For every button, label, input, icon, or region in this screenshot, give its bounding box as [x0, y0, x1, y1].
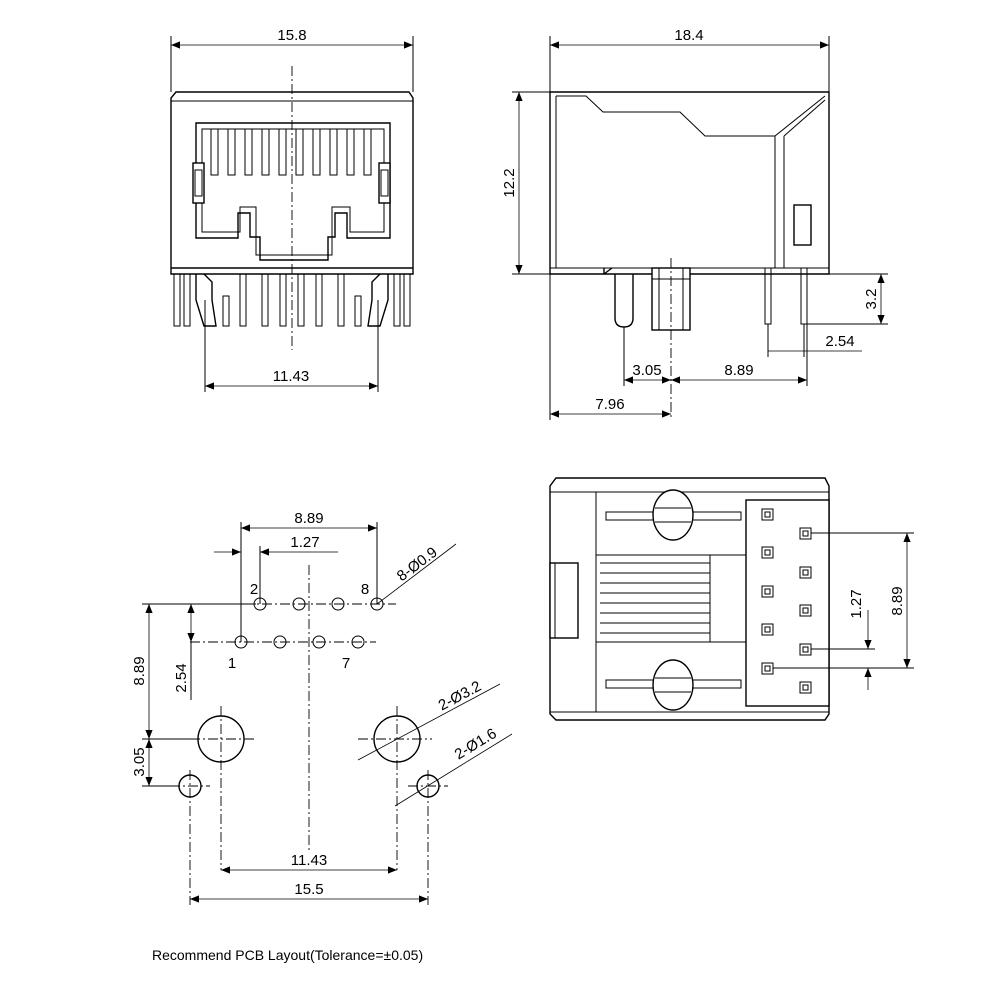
side-offset-label-c: 7.96 [595, 396, 624, 413]
bottom-pitch-label: 1.27 [848, 589, 865, 618]
pcb-post-span-label: 11.43 [291, 852, 327, 869]
pcb-pitch-label: 1.27 [290, 534, 319, 551]
pin-number-7: 7 [342, 655, 350, 672]
front-view: 15.8 [170, 27, 414, 392]
front-pin-span-label: 11.43 [273, 368, 309, 385]
pcb-outer-span-label: 15.5 [294, 881, 323, 898]
side-length-label: 18.4 [674, 27, 703, 44]
pcb-layout-caption: Recommend PCB Layout(Tolerance=±0.05) [152, 947, 423, 963]
side-view: 18.4 12.2 3.2 2.54 3.05 8.89 7.96 [501, 27, 888, 420]
pcb-row-span-label: 8.89 [294, 510, 323, 527]
pcb-row-offset-label: 2.54 [173, 663, 190, 692]
side-pin-length-label: 3.2 [863, 289, 880, 310]
side-pitch-label: 2.54 [825, 333, 854, 350]
side-offset-label-a: 3.05 [632, 362, 661, 379]
pin-number-2: 2 [250, 581, 258, 598]
pcb-layout: 8.89 1.27 8-Ø0.9 2 8 1 7 2.54 8.89 3.05 [131, 510, 513, 963]
bottom-span-label: 8.89 [889, 586, 906, 615]
pcb-vertical-label-b: 3.05 [131, 747, 148, 776]
pcb-small-hole-callout: 2-Ø1.6 [452, 725, 500, 763]
pcb-vertical-label-a: 8.89 [131, 656, 148, 685]
bottom-view: 1.27 8.89 [549, 477, 914, 721]
pcb-post-hole-callout: 2-Ø3.2 [436, 678, 484, 715]
pin-number-1: 1 [228, 655, 236, 672]
pcb-pin-hole-callout: 8-Ø0.9 [394, 544, 441, 585]
pin-number-8: 8 [361, 581, 369, 598]
side-height-label: 12.2 [501, 168, 518, 197]
side-offset-label-b: 8.89 [724, 362, 753, 379]
front-width-label: 15.8 [277, 27, 306, 44]
